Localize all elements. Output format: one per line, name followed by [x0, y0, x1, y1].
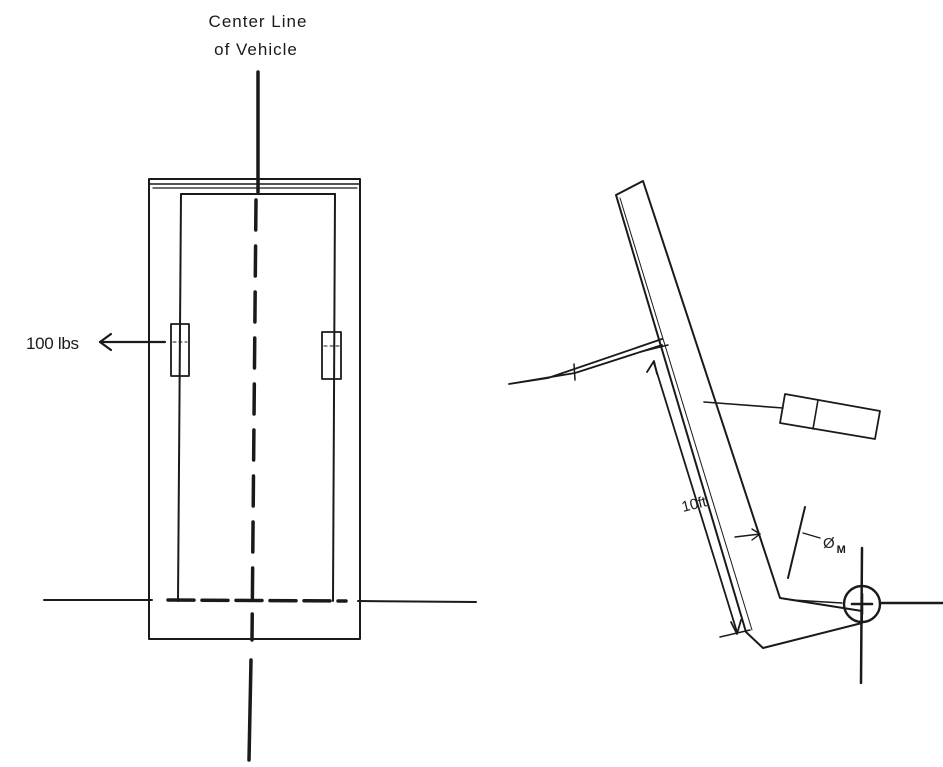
side-arm: [508, 338, 663, 385]
length-arrow-bottom: [730, 619, 742, 635]
vehicle-body-outline: [148, 178, 361, 640]
axle-dashed-line: [166, 598, 348, 603]
left-shock-absorber: [170, 323, 190, 377]
vehicle-center-line-dashed: [250, 198, 258, 642]
cylinder-body: [779, 393, 881, 440]
center-line-label: Center Line: [209, 12, 308, 31]
cylinder-rod: [703, 401, 784, 409]
length-label: 10ft: [680, 493, 709, 516]
right-shock-absorber: [321, 331, 342, 380]
inner-frame-left: [177, 193, 182, 602]
ground-line-right: [357, 600, 477, 603]
plus-circle-icon: [842, 584, 882, 624]
outrigger-beam-inner-edge: [619, 197, 753, 631]
cylinder-divider: [812, 399, 819, 430]
angle-arrow-line: [734, 533, 761, 538]
angle-leader-line: [802, 532, 821, 539]
angle-arrowhead: [751, 528, 761, 541]
angle-reference-line: [787, 506, 806, 579]
side-arm-tick: [573, 363, 576, 381]
length-dimension-line: [653, 362, 738, 633]
arrow-left-icon: [98, 332, 167, 352]
length-extension-top: [639, 344, 669, 353]
vehicle-center-line-bottom: [247, 658, 253, 762]
outrigger-beam: [615, 180, 863, 649]
length-arrow-top: [646, 360, 658, 375]
inner-frame-right: [332, 193, 336, 602]
vehicle-top-view: Center Line of Vehicle 100 lbs: [26, 12, 477, 762]
length-extension-bottom: [719, 629, 751, 638]
pivot-vertical-axis: [859, 546, 864, 685]
pivot-leader-line: [791, 599, 843, 604]
force-label: 100 lbs: [26, 334, 79, 353]
of-vehicle-label: of Vehicle: [214, 40, 298, 59]
